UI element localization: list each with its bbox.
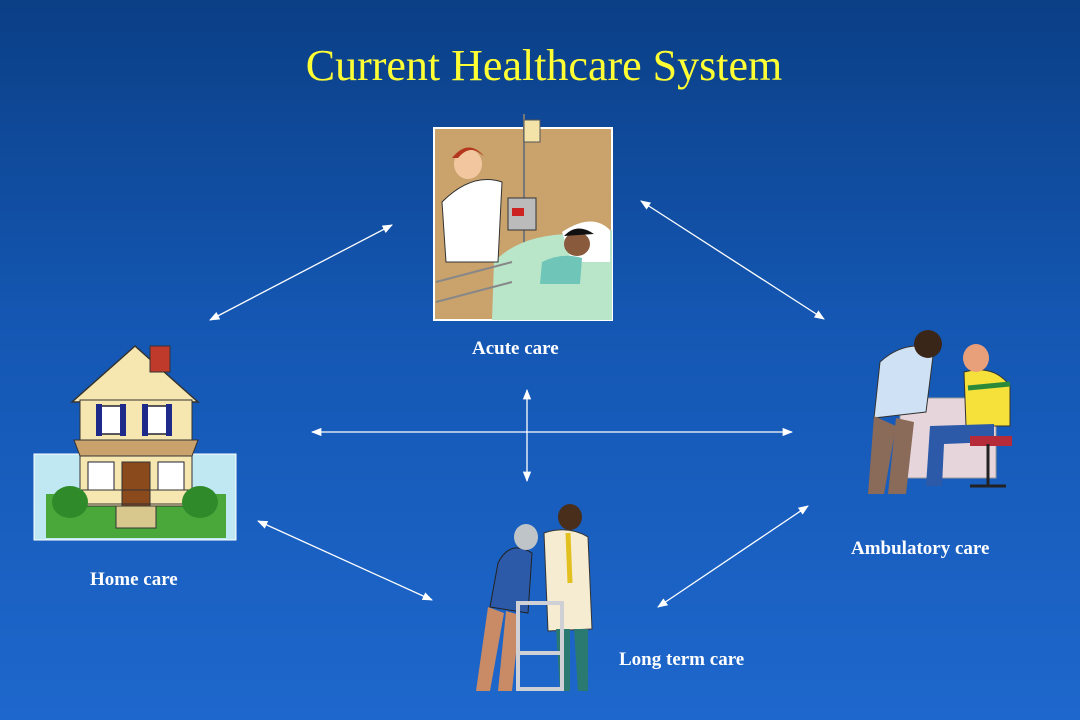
long-term-care-label: Long term care [619,649,745,670]
arrow-longterm-ambulatory [657,505,809,608]
hospital-bed-icon [433,114,613,321]
acute-care-label: Acute care [472,338,559,359]
slide-title: Current Healthcare System [305,41,783,90]
arrow-home-longterm [257,520,433,601]
home-care-label: Home care [90,569,178,590]
ambulatory-care-label: Ambulatory care [851,538,990,559]
arrow-home-acute [209,224,393,321]
arrow-acute-ambulatory [640,200,825,320]
house-icon [33,344,237,541]
walker-icon [476,504,593,691]
doctor-patient-icon [868,330,1012,494]
